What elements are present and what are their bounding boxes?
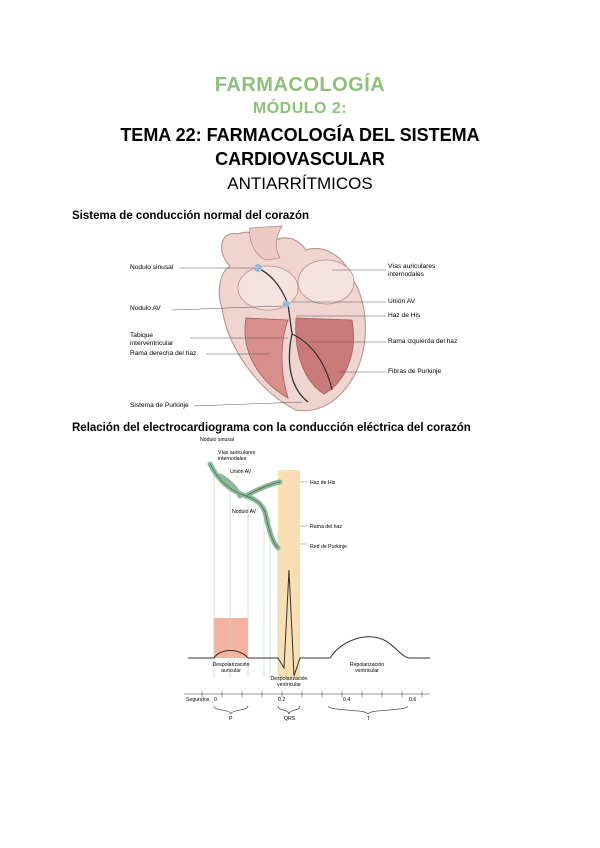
label-left-bundle: Rama izquierda del haz bbox=[388, 338, 457, 345]
label-p-wave: Despolarización auricular bbox=[206, 662, 256, 674]
interval-t: T bbox=[367, 716, 370, 722]
label-av-node-2: Nodulo AV bbox=[232, 509, 256, 515]
figure2-heading: Relación del electrocardiograma con la c… bbox=[72, 422, 471, 434]
document-title: FARMACOLOGÍA bbox=[0, 74, 600, 97]
label-septum-2: interventricular bbox=[130, 340, 173, 347]
interval-p: P bbox=[229, 716, 232, 722]
left-atrium bbox=[298, 260, 354, 304]
label-sinus-node-2: Nódulo sinusal bbox=[200, 437, 234, 443]
label-internodal-1: Vías auriculares bbox=[388, 263, 435, 270]
label-t-wave-2: ventricular bbox=[340, 668, 394, 674]
label-his-bundle: Haz de His bbox=[388, 312, 420, 319]
p-bracket bbox=[214, 706, 248, 714]
label-av-junction: Unión AV bbox=[388, 298, 415, 305]
tick-0-6: 0.6 bbox=[409, 697, 416, 703]
label-p-wave-2: auricular bbox=[206, 668, 256, 674]
interval-qrs: QRS bbox=[284, 716, 295, 722]
label-t-wave: Repolarización ventricular bbox=[340, 662, 394, 674]
label-purkinje-2: Red de Purkinje bbox=[310, 544, 347, 550]
label-his-bundle-2: Haz de His bbox=[310, 480, 335, 486]
tick-0-2: 0.2 bbox=[278, 697, 285, 703]
heart-conduction-figure bbox=[120, 222, 420, 414]
sinus-node bbox=[254, 264, 262, 272]
label-av-node: Nodulo AV bbox=[130, 305, 161, 312]
label-right-bundle: Rama derecha del haz bbox=[130, 350, 196, 357]
av-node bbox=[283, 301, 290, 308]
label-purkinje-system: Sistema de Purkinje bbox=[130, 402, 189, 409]
topic-title-line1: TEMA 22: FARMACOLOGÍA DEL SISTEMA bbox=[0, 123, 600, 147]
p-highlight bbox=[214, 618, 248, 658]
topic-title: TEMA 22: FARMACOLOGÍA DEL SISTEMA CARDIO… bbox=[0, 123, 600, 171]
label-qrs-wave: Despolarización ventricular bbox=[264, 676, 314, 688]
label-purkinje-fibers: Fibras de Purkinje bbox=[388, 368, 441, 375]
tick-0: 0 bbox=[214, 697, 217, 703]
module-title: MÓDULO 2: bbox=[0, 100, 600, 118]
t-bracket bbox=[328, 706, 408, 714]
label-av-union-2: Unión AV bbox=[230, 469, 251, 475]
subtopic-title: ANTIARRÍTMICOS bbox=[0, 174, 600, 194]
label-septum-1: Tabique bbox=[130, 332, 153, 339]
figure1-heading: Sistema de conducción normal del corazón bbox=[72, 210, 309, 222]
topic-title-line2: CARDIOVASCULAR bbox=[0, 147, 600, 171]
label-bundle-branch-2: Rama del haz bbox=[310, 524, 342, 530]
label-internodal-b: internodales bbox=[218, 456, 246, 462]
label-sinus-node: Nodulo sinusal bbox=[130, 264, 173, 271]
tick-0-4: 0.4 bbox=[343, 697, 350, 703]
label-internodal-2: internodales bbox=[388, 271, 424, 278]
qrs-bracket bbox=[278, 706, 300, 714]
axis-label-seconds: Segundos bbox=[186, 697, 209, 703]
conduction-branches bbox=[210, 464, 280, 548]
label-qrs-wave-2: ventricular bbox=[264, 682, 314, 688]
